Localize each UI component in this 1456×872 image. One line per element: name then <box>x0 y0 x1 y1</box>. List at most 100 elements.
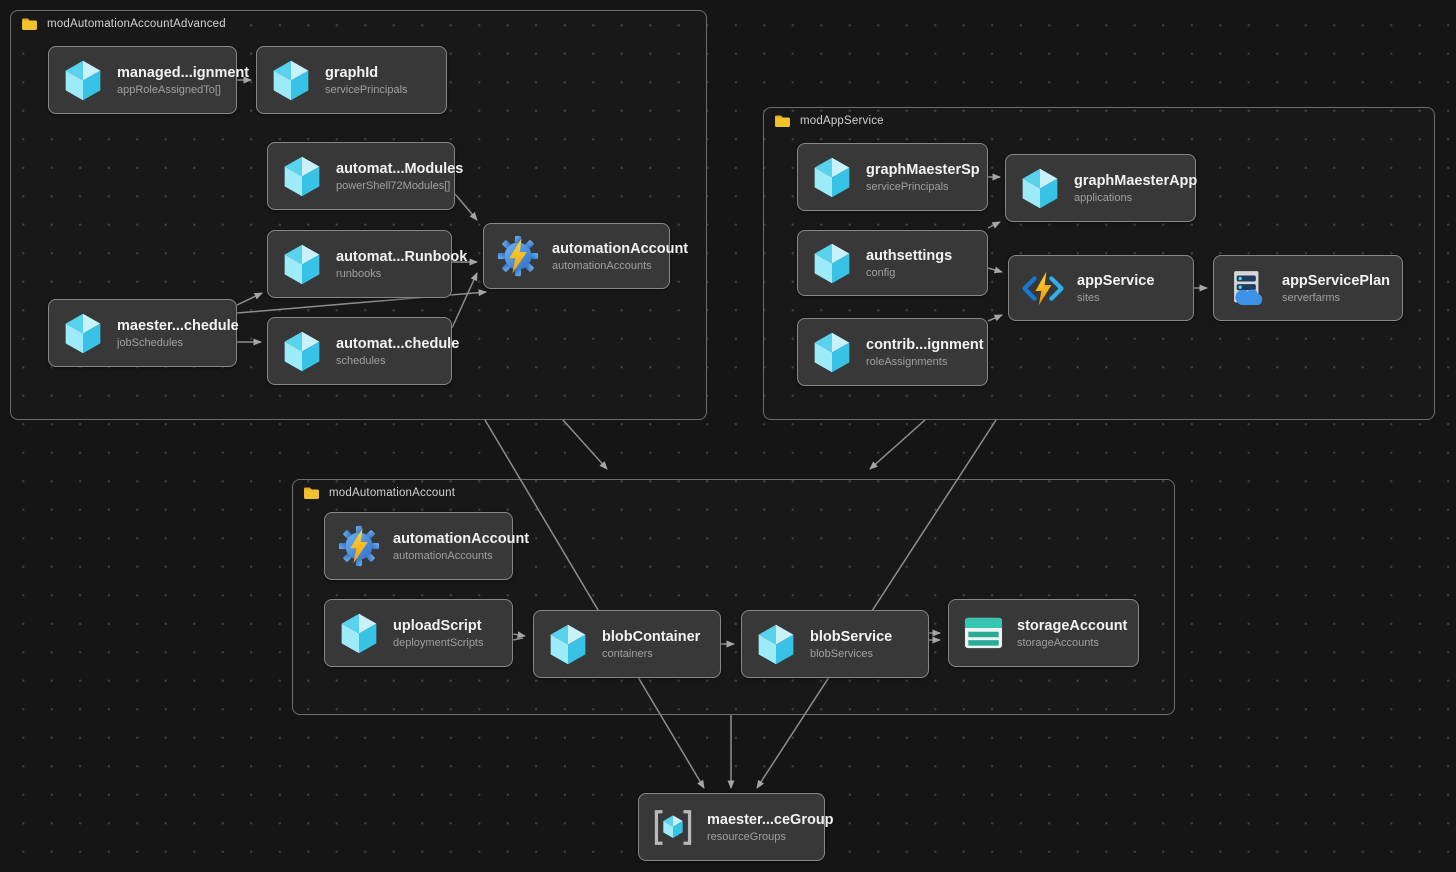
node-managed-assignment[interactable]: managed...ignment appRoleAssignedTo[] <box>48 46 250 114</box>
node-text: automat...Runbook runbooks <box>336 248 468 280</box>
cube-icon <box>62 60 104 101</box>
node-title: maester...chedule <box>117 317 239 334</box>
node-automation-schedule[interactable]: automat...chedule schedules <box>267 317 460 385</box>
folder-icon <box>21 17 38 31</box>
node-subtitle: applications <box>1074 191 1133 204</box>
group-label: modAutomationAccount <box>329 487 456 499</box>
node-title: blobService <box>810 628 893 645</box>
node-subtitle: storageAccounts <box>1017 636 1099 649</box>
module-group-mod-app-service[interactable]: modAppService <box>763 107 1435 420</box>
cube-icon <box>755 624 797 665</box>
cube-icon <box>811 243 853 284</box>
node-storage-account[interactable]: storageAccount storageAccounts <box>948 599 1139 667</box>
group-label: modAppService <box>800 115 884 127</box>
node-subtitle: deploymentScripts <box>393 636 484 649</box>
cube-icon <box>270 60 312 101</box>
node-contributor-assignment[interactable]: contrib...ignment roleAssignments <box>797 318 988 386</box>
node-maester-job-schedule[interactable]: maester...chedule jobSchedules <box>48 299 239 367</box>
automation-icon <box>338 525 380 567</box>
node-subtitle: resourceGroups <box>707 830 786 843</box>
node-title: blobContainer <box>602 628 701 645</box>
edge-mod-app-service-to-mod-automation-account <box>869 419 926 470</box>
node-text: maester...chedule jobSchedules <box>117 317 239 349</box>
cube-icon <box>338 613 380 654</box>
node-subtitle: serverfarms <box>1282 291 1341 304</box>
node-subtitle: config <box>866 266 896 279</box>
cube-icon <box>281 244 323 285</box>
node-subtitle: servicePrincipals <box>866 180 949 193</box>
node-text: automationAccount automationAccounts <box>393 530 530 562</box>
node-text: managed...ignment appRoleAssignedTo[] <box>117 64 250 96</box>
node-title: graphMaesterApp <box>1074 172 1198 189</box>
folder-icon <box>303 486 320 500</box>
node-text: automat...Modules powerShell72Modules[] <box>336 160 464 192</box>
node-text: appService sites <box>1077 273 1154 304</box>
cube-icon <box>62 313 104 354</box>
folder-glyph <box>304 487 319 499</box>
module-group-mod-automation-account[interactable]: modAutomationAccount <box>292 479 1175 715</box>
folder-icon <box>774 114 791 128</box>
node-text: uploadScript deploymentScripts <box>393 618 484 649</box>
automation-icon <box>497 235 539 277</box>
resourcegroup-icon <box>652 808 694 847</box>
node-blob-service[interactable]: blobService blobServices <box>741 610 929 678</box>
node-text: authsettings config <box>866 248 952 279</box>
node-title: automat...chedule <box>336 335 460 352</box>
node-subtitle: automationAccounts <box>393 549 493 562</box>
node-title: appService <box>1077 272 1155 289</box>
node-automation-modules[interactable]: automat...Modules powerShell72Modules[] <box>267 142 464 210</box>
node-title: authsettings <box>866 247 953 264</box>
node-text: blobService blobServices <box>810 629 892 660</box>
node-automation-account[interactable]: automationAccount automationAccounts <box>324 512 530 580</box>
node-subtitle: jobSchedules <box>117 336 184 349</box>
node-subtitle: schedules <box>336 354 386 367</box>
node-title: managed...ignment <box>117 64 250 81</box>
node-subtitle: blobServices <box>810 647 873 660</box>
node-upload-script[interactable]: uploadScript deploymentScripts <box>324 599 513 667</box>
node-subtitle: runbooks <box>336 267 382 280</box>
node-title: graphMaesterSp <box>866 161 980 178</box>
serverfarm-icon <box>1227 270 1269 307</box>
node-text: storageAccount storageAccounts <box>1017 618 1127 649</box>
cube-icon <box>811 157 853 198</box>
node-subtitle: powerShell72Modules[] <box>336 179 451 192</box>
node-subtitle: roleAssignments <box>866 355 948 368</box>
cube-icon <box>811 332 853 373</box>
cube-icon <box>281 156 323 197</box>
cube-icon <box>547 624 589 665</box>
node-graph-maester-sp[interactable]: graphMaesterSp servicePrincipals <box>797 143 988 211</box>
node-subtitle: appRoleAssignedTo[] <box>117 83 221 96</box>
folder-glyph <box>775 115 790 127</box>
storage-icon <box>962 617 1004 649</box>
node-subtitle: automationAccounts <box>552 259 652 272</box>
group-header: modAutomationAccountAdvanced <box>21 17 226 31</box>
node-title: storageAccount <box>1017 617 1128 634</box>
node-title: automat...Modules <box>336 160 464 177</box>
node-text: graphMaesterApp applications <box>1074 172 1198 204</box>
module-group-mod-automation-account-advanced[interactable]: modAutomationAccountAdvanced <box>10 10 707 420</box>
node-automation-runbook[interactable]: automat...Runbook runbooks <box>267 230 468 298</box>
node-subtitle: containers <box>602 647 653 660</box>
node-blob-container[interactable]: blobContainer containers <box>533 610 721 678</box>
node-title: graphId <box>325 64 379 81</box>
cube-icon <box>1019 168 1061 209</box>
node-title: uploadScript <box>393 617 482 634</box>
node-title: automationAccount <box>393 530 530 547</box>
node-graph-maester-app[interactable]: graphMaesterApp applications <box>1005 154 1198 222</box>
node-title: contrib...ignment <box>866 336 984 353</box>
node-authsettings[interactable]: authsettings config <box>797 230 988 296</box>
node-title: automat...Runbook <box>336 248 468 265</box>
node-app-service[interactable]: appService sites <box>1008 255 1194 321</box>
group-label: modAutomationAccountAdvanced <box>47 18 226 30</box>
node-text: contrib...ignment roleAssignments <box>866 336 984 368</box>
node-subtitle: sites <box>1077 291 1100 304</box>
